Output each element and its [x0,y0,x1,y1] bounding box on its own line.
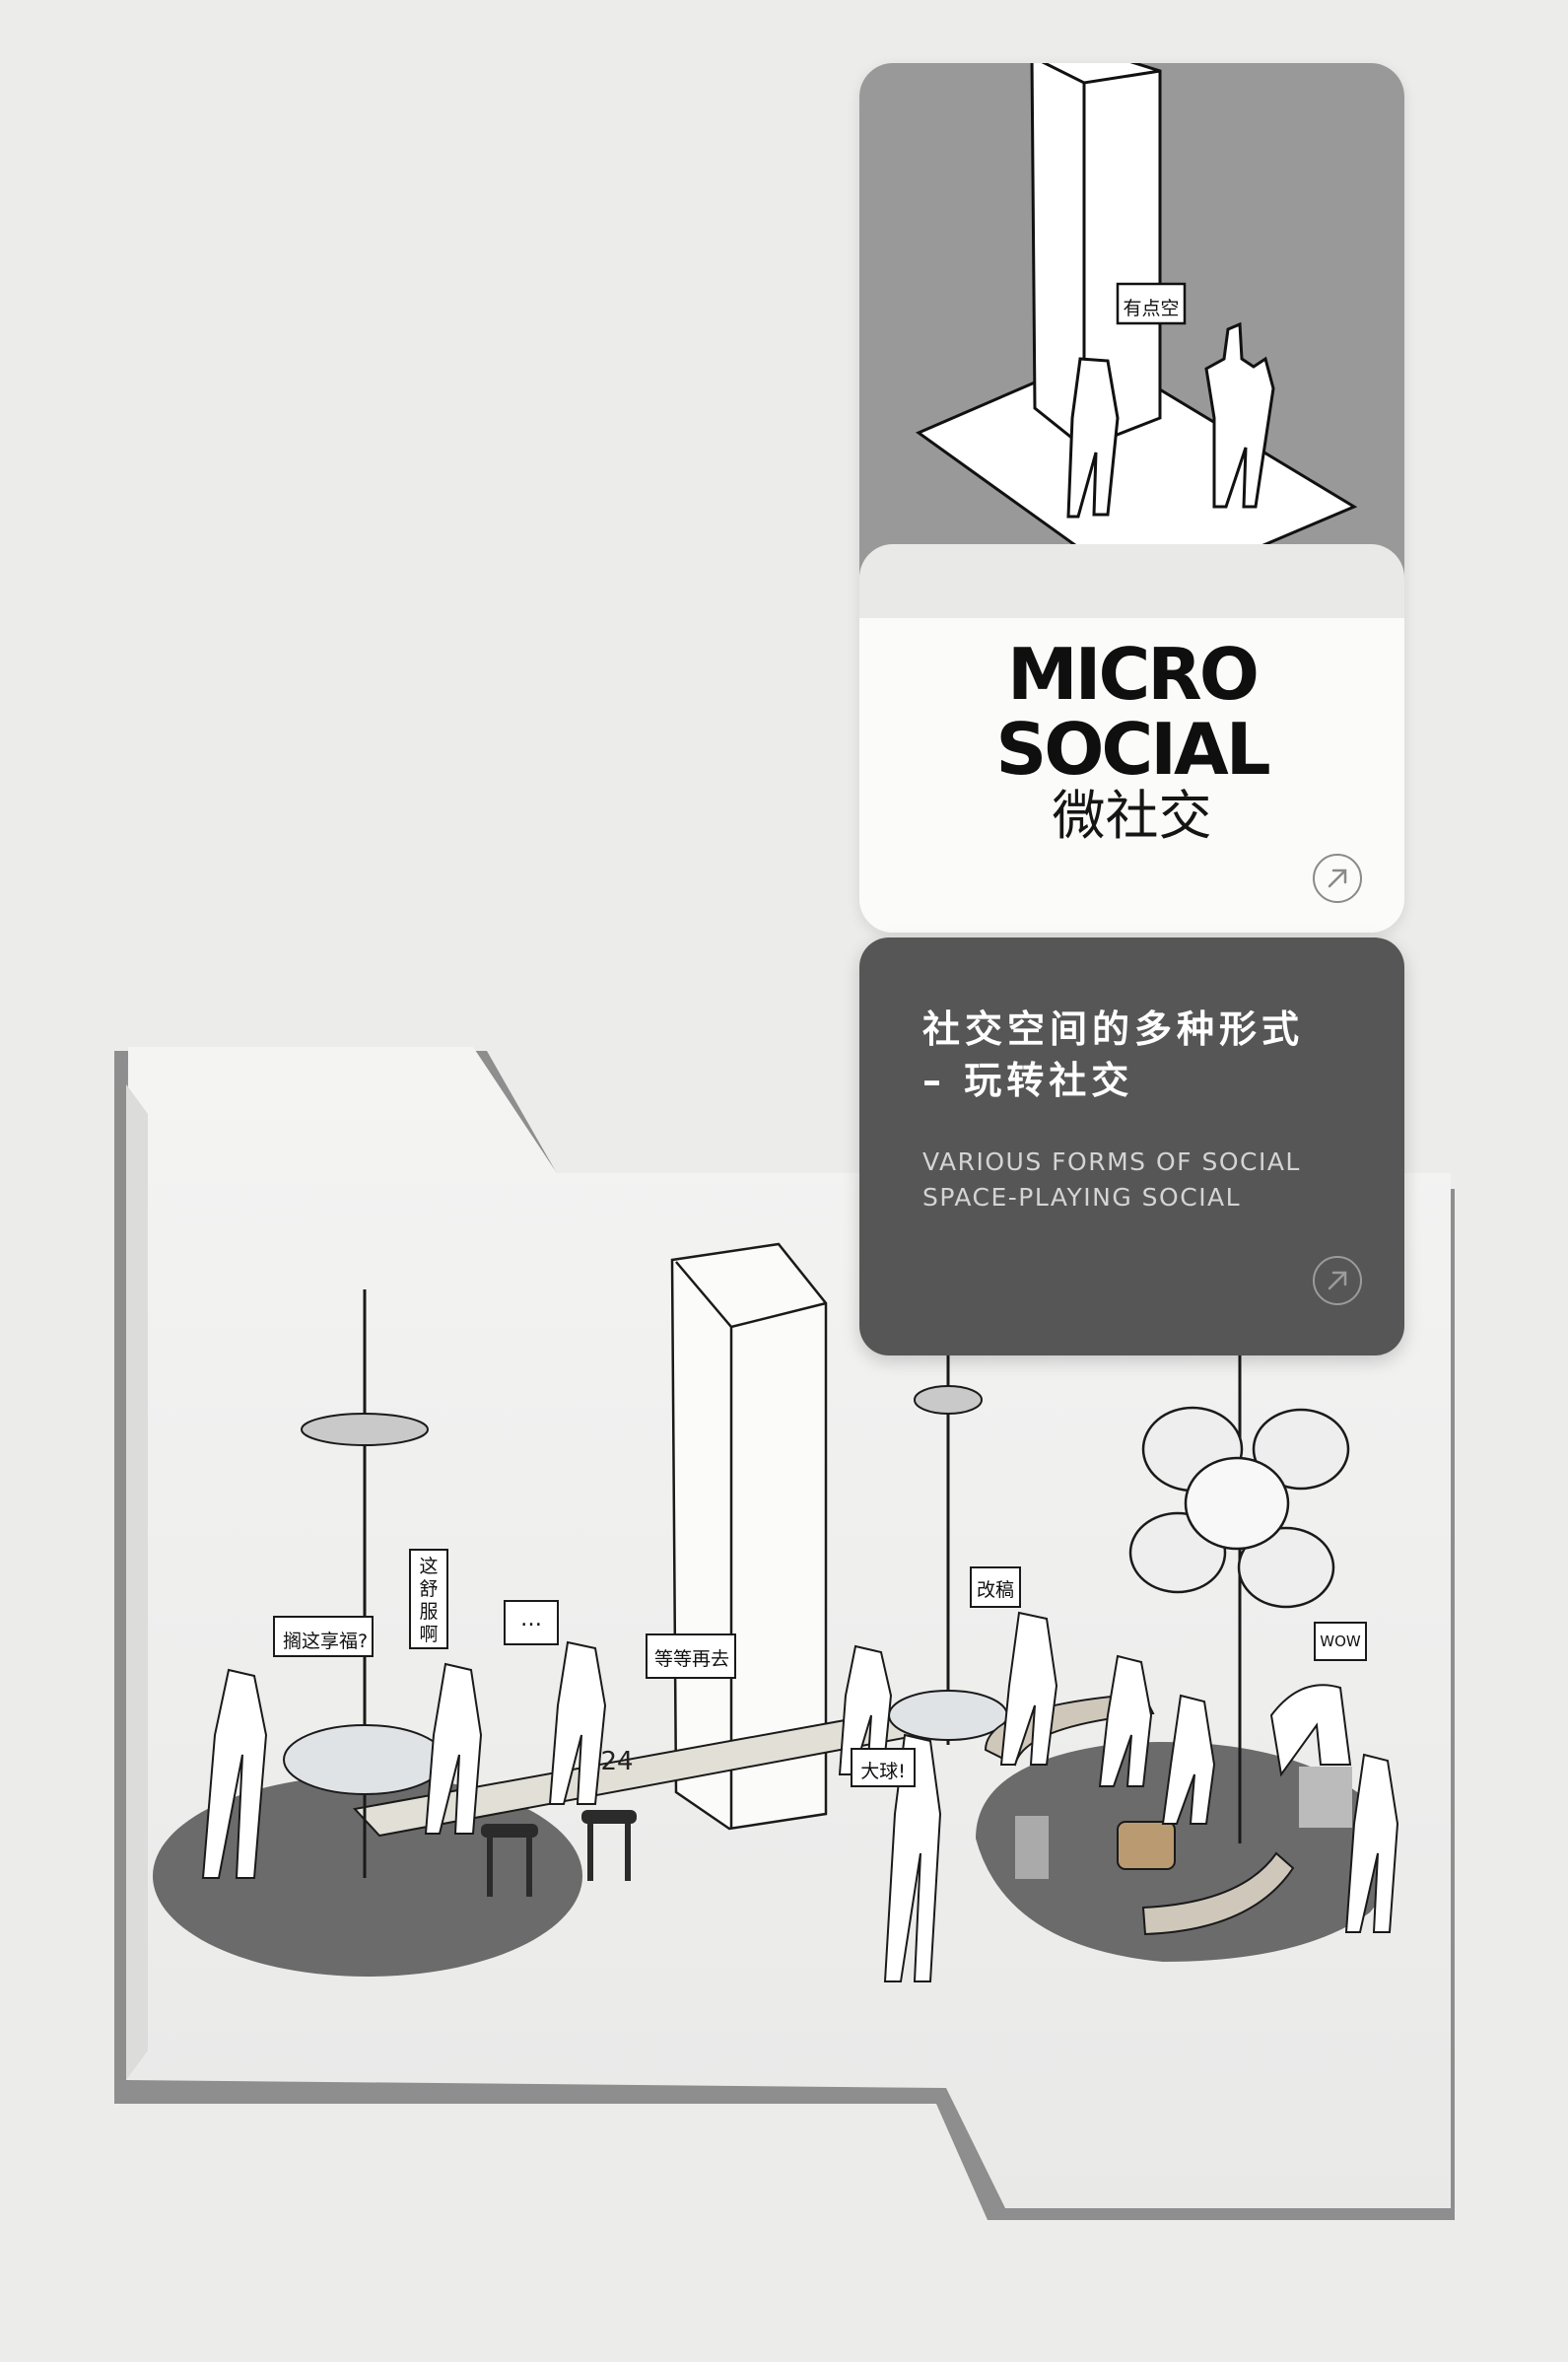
flower-lamp [1128,1406,1350,1609]
bubble-text: 等等再去 [653,1648,729,1670]
bubble-text: WOW [1320,1633,1361,1650]
open-forms-button[interactable] [1313,1256,1362,1305]
figures [1066,321,1275,519]
bubble-text: 搁这享福? [282,1631,369,1652]
micro-social-drawing [915,63,1358,597]
card-title-cn-line1: 社交空间的多种形式 [922,1007,1305,1051]
shirt-number: 24 [600,1747,634,1776]
room-inner-wall [126,1084,148,2080]
card-subtitle-line2: SPACE-PLAYING SOCIAL [922,1183,1242,1212]
platform-left [153,1775,582,1977]
bubble-text: 有点空 [1123,298,1180,319]
platform-right [976,1742,1393,1962]
card-title-line2: SOCIAL [995,708,1270,791]
micro-social-card[interactable]: 有点空 MICRO SOCIAL 微社交 [859,63,1404,933]
bubble-text: 大球! [860,1761,906,1782]
side-table [1299,1767,1352,1828]
open-micro-social-button[interactable] [1313,854,1362,903]
stools [481,1810,637,1897]
bubble-text: … [520,1607,542,1632]
bubble-text: 改稿 [976,1579,1014,1601]
tower [670,1242,828,1831]
bubble [1116,282,1187,325]
arrow-up-right-icon [1328,1271,1347,1290]
card-title-cn-line2: – 玩转社交 [922,1059,1134,1102]
curved-bench [1141,1851,1295,1936]
bubble-text: 这舒服啊 [419,1556,439,1645]
arrow-up-right-icon [1328,868,1347,888]
figures [201,1611,1399,1982]
card-title-line1: MICRO [1007,633,1260,716]
forms-card[interactable]: 社交空间的多种形式 – 玩转社交 VARIOUS FORMS OF SOCIAL… [859,938,1404,1355]
drum [1117,1821,1176,1870]
speech-bubbles [273,1549,1367,1787]
card-subtitle-line1: VARIOUS FORMS OF SOCIAL [922,1147,1301,1176]
card-title-cn: 微社交 [1052,785,1212,847]
side-table [1015,1816,1049,1879]
tower [1030,63,1162,450]
